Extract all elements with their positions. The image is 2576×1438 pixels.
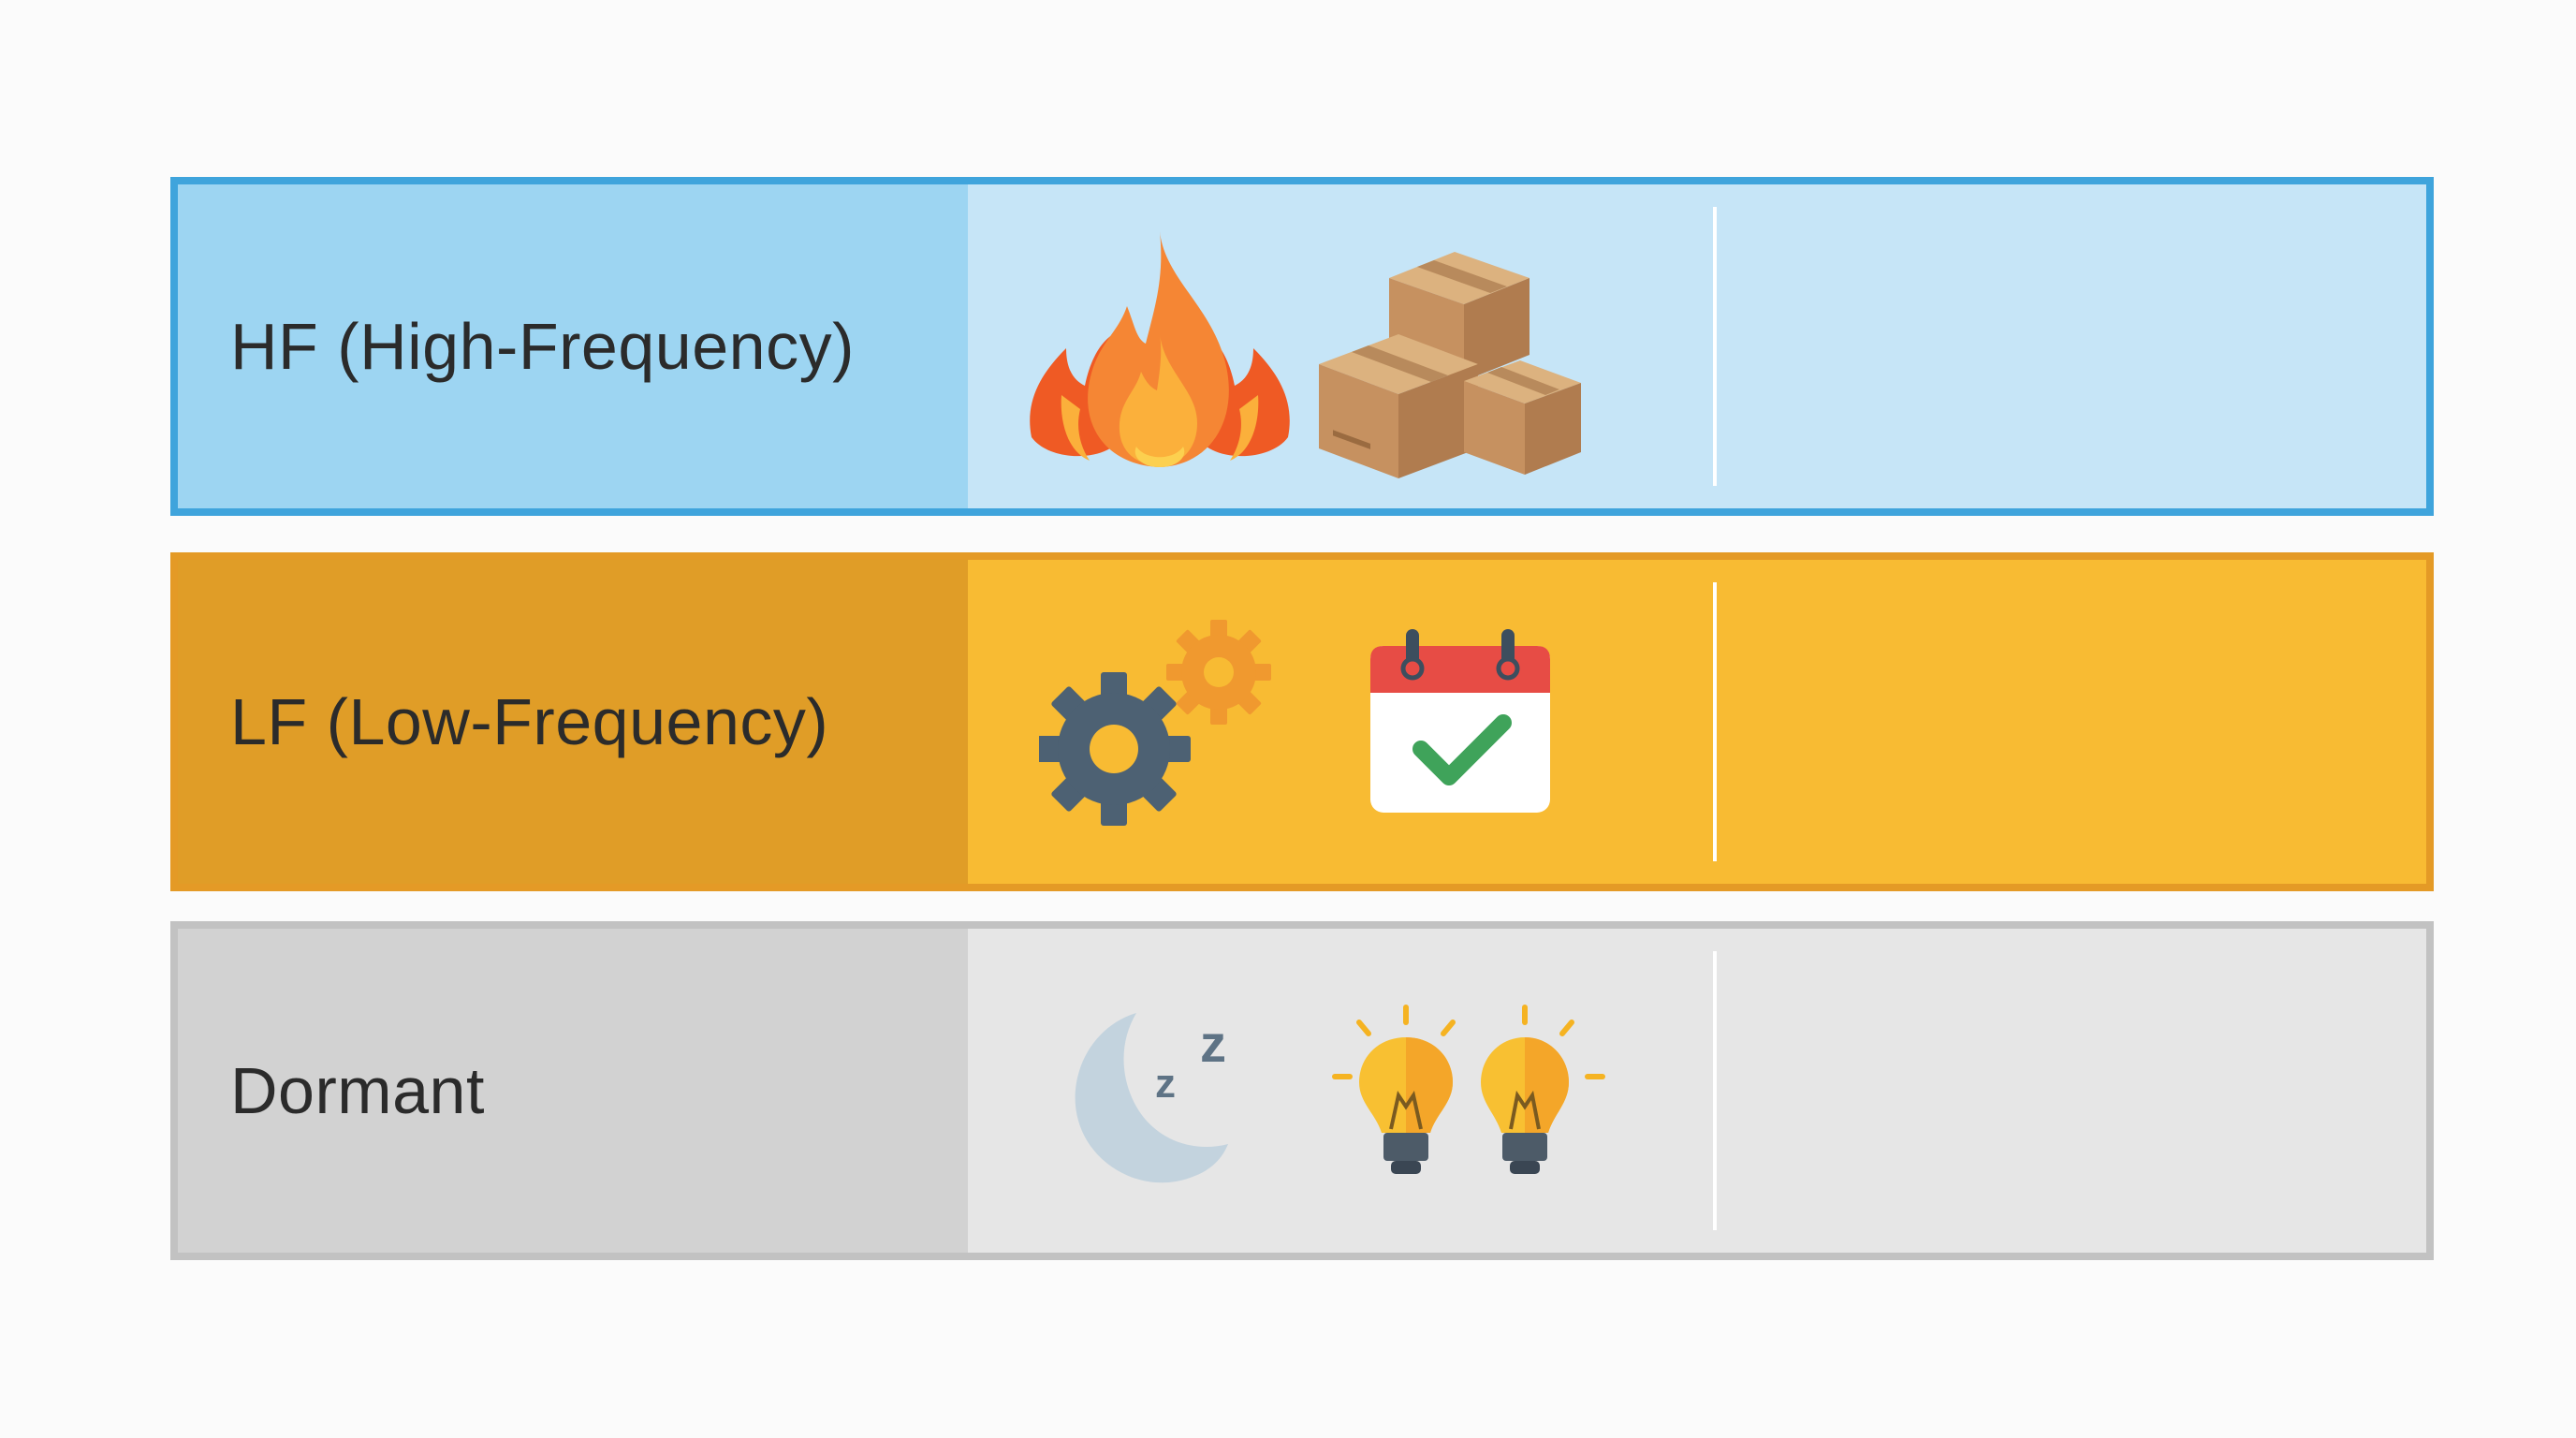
column-divider — [1713, 582, 1717, 861]
row-empty-cell — [1717, 929, 2426, 1253]
row-label: HF (High-Frequency) — [230, 310, 855, 383]
sleep-moon-icon: z z — [1071, 1013, 1258, 1191]
boxes-icon — [1314, 241, 1586, 478]
row-high-frequency: HF (High-Frequency) — [170, 177, 2434, 516]
row-low-frequency: LF (Low-Frequency) — [170, 552, 2434, 891]
row-icons-cell: z z — [968, 929, 1717, 1253]
gears-icon — [1039, 618, 1273, 829]
fire-icon — [1024, 231, 1295, 471]
row-dormant: Dormant z z — [170, 921, 2434, 1260]
row-icons-cell — [968, 184, 1717, 508]
row-icons-cell — [968, 560, 1717, 884]
column-divider — [1713, 207, 1717, 486]
calendar-check-icon — [1367, 627, 1554, 816]
row-label-cell: LF (Low-Frequency) — [178, 560, 968, 884]
row-label-cell: Dormant — [178, 929, 968, 1253]
svg-text:z: z — [1155, 1061, 1176, 1107]
row-label: LF (Low-Frequency) — [230, 685, 829, 758]
row-empty-cell — [1717, 560, 2426, 884]
lightbulbs-icon — [1324, 1002, 1614, 1189]
svg-text:z: z — [1200, 1014, 1226, 1073]
column-divider — [1713, 951, 1717, 1230]
row-label: Dormant — [230, 1054, 485, 1127]
row-empty-cell — [1717, 184, 2426, 508]
row-label-cell: HF (High-Frequency) — [178, 184, 968, 508]
